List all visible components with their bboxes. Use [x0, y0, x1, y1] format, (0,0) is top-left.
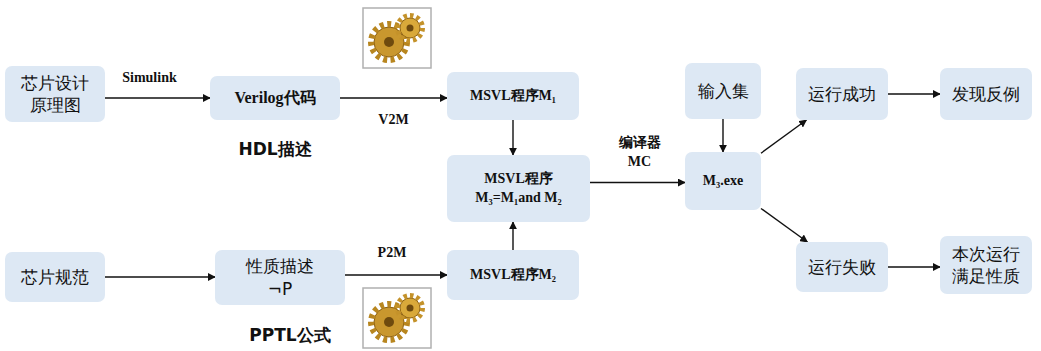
flow-arrow — [512, 222, 513, 250]
gear-icon — [363, 288, 431, 348]
flow-arrow — [512, 120, 513, 155]
box-text: Verilog代码 — [234, 88, 315, 109]
flow-arrow — [340, 97, 447, 98]
box-text: MSVL程序M₁ — [470, 87, 556, 105]
process-box: MSVL程序M₂ — [447, 250, 579, 300]
gear-icon — [363, 8, 431, 68]
edge-label: Simulink — [120, 69, 178, 87]
flow-arrow — [590, 182, 685, 183]
flow-arrow — [761, 208, 807, 242]
box-text: 发现反例 — [952, 83, 1020, 105]
flow-arrow — [105, 97, 210, 98]
caption-label: HDL描述 — [236, 139, 313, 160]
process-box: 输入集 — [685, 63, 761, 119]
edge-label: P2M — [376, 244, 409, 262]
flow-arrow — [888, 93, 940, 94]
flow-arrow — [722, 119, 723, 152]
process-box: MSVL程序M₁ — [447, 72, 579, 120]
process-box: 发现反例 — [940, 68, 1032, 120]
process-box: M₃.exe — [685, 152, 761, 210]
process-box: MSVL程序 M₃=M₁and M₂ — [447, 155, 590, 222]
flow-arrow — [345, 274, 447, 275]
process-box: Verilog代码 — [210, 76, 340, 120]
edge-label: 编译器 MC — [610, 134, 670, 170]
process-box: 运行成功 — [796, 68, 888, 120]
box-text: MSVL程序 M₃=M₁and M₂ — [459, 170, 579, 206]
box-text: MSVL程序M₂ — [470, 266, 556, 284]
box-text: 本次运行满足性质 — [949, 243, 1023, 287]
caption-label: PPTL公式 — [247, 325, 332, 346]
edge-label: V2M — [376, 111, 410, 129]
process-box: 芯片设计 原理图 — [5, 66, 105, 122]
process-box: 本次运行满足性质 — [940, 236, 1032, 294]
box-text: 输入集 — [698, 80, 749, 102]
flow-arrow — [105, 276, 215, 277]
box-text: 运行成功 — [808, 83, 876, 105]
process-box: 芯片规范 — [5, 252, 105, 302]
process-box: 运行失败 — [796, 242, 888, 292]
box-text: 运行失败 — [808, 256, 876, 278]
box-text: 性质描述 ¬P — [238, 255, 322, 299]
box-text: 芯片规范 — [21, 266, 89, 288]
flow-arrow — [761, 120, 806, 153]
flow-arrow — [888, 266, 940, 267]
box-text: M₃.exe — [703, 172, 743, 190]
box-text: 芯片设计 原理图 — [15, 72, 95, 116]
process-box: 性质描述 ¬P — [215, 250, 345, 305]
